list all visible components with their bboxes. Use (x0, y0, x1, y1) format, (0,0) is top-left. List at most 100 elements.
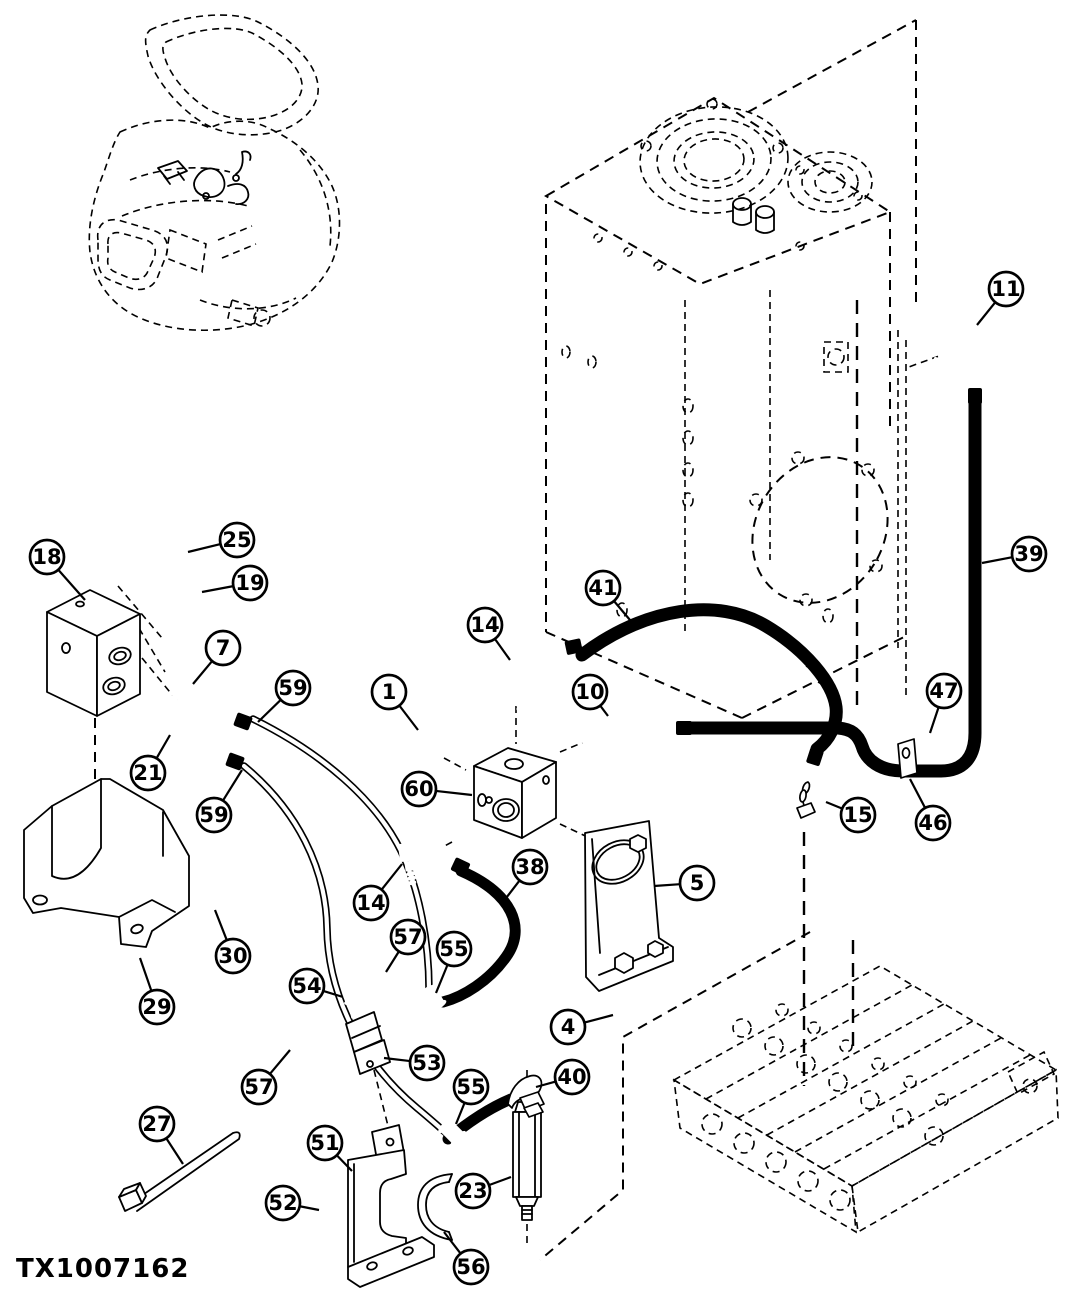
callout-57: 57 (240, 1049, 291, 1106)
straight-fitting-19 (165, 581, 216, 616)
callout-number: 59 (199, 803, 228, 827)
callout-21: 21 (129, 734, 171, 792)
callout-balloon (839, 796, 877, 834)
callout-19: 19 (201, 564, 269, 602)
callout-balloon (352, 884, 390, 922)
callout-number: 56 (456, 1255, 485, 1279)
callout-leader-line (584, 1013, 614, 1024)
tee-fitting-14-upper (504, 656, 549, 713)
callout-leader-line (435, 789, 473, 797)
callout-balloon (264, 1184, 302, 1222)
callout-number: 5 (690, 871, 705, 895)
callout-number: 14 (470, 613, 499, 637)
callout-leader-line (380, 863, 403, 891)
callout-leader-line (155, 734, 171, 759)
handle-56 (417, 1173, 453, 1241)
callout-25: 25 (187, 521, 256, 559)
callout-number: 41 (588, 576, 617, 600)
callout-4: 4 (549, 1008, 614, 1046)
callout-leader-line (269, 1049, 291, 1075)
callout-29: 29 (138, 957, 176, 1026)
callout-number: 23 (458, 1179, 487, 1203)
hose-end-59-upper (209, 700, 255, 735)
callout-52: 52 (264, 1184, 320, 1222)
callout-balloon (400, 770, 438, 808)
callout-leader-line (535, 1080, 556, 1089)
callout-balloon (549, 1008, 587, 1046)
callout-15: 15 (825, 796, 877, 834)
callout-leader-line (981, 556, 1013, 565)
callout-leader-line (138, 957, 153, 992)
straight-fitting-7 (169, 675, 220, 710)
bolt-4 (615, 988, 635, 1029)
hose-39-end-fitting (652, 717, 692, 739)
callout-number: 52 (268, 1191, 297, 1215)
callout-46: 46 (909, 778, 952, 842)
callout-59: 59 (195, 769, 243, 834)
callout-leader-line (257, 699, 282, 723)
hose-end-59-lower (201, 740, 247, 775)
hose-41-to-elbow-15-nut (794, 745, 828, 791)
callout-balloon (240, 1068, 278, 1106)
mounting-bracket-29 (23, 778, 190, 948)
callout-57: 57 (385, 918, 427, 973)
callout-balloon (678, 864, 716, 902)
callout-leader-line (299, 1205, 320, 1212)
callout-14: 14 (352, 863, 403, 922)
callout-number: 46 (918, 811, 947, 835)
hose-38 (437, 865, 521, 1008)
callout-number: 51 (310, 1131, 339, 1155)
elbow-fitting-15 (796, 781, 816, 819)
callout-number: 57 (393, 925, 422, 949)
callout-leader-line (192, 660, 213, 685)
tank-access-panel (749, 451, 889, 607)
machine-overview-outline (88, 14, 341, 331)
callout-number: 38 (515, 855, 544, 879)
control-valve-assembly (672, 965, 1059, 1234)
figure-id-label: TX1007162 (16, 1254, 190, 1284)
screw-47 (911, 730, 944, 755)
callout-number: 25 (222, 528, 251, 552)
callout-23: 23 (454, 1172, 512, 1210)
callout-leader-line (222, 769, 243, 802)
callout-number: 57 (244, 1075, 273, 1099)
callout-number: 54 (292, 974, 321, 998)
callout-balloon (231, 564, 269, 602)
callout-leader-line (599, 704, 609, 717)
callout-54: 54 (288, 967, 344, 1005)
callout-number: 27 (142, 1112, 171, 1136)
callout-number: 47 (929, 679, 958, 703)
callout-balloon (408, 1044, 446, 1082)
callout-leader-line (434, 964, 449, 994)
callout-leader-line (488, 1175, 512, 1187)
straight-fitting-21 (159, 707, 210, 742)
callout-leader-line (928, 706, 940, 734)
callout-balloon (389, 918, 427, 956)
relief-block-18 (46, 589, 141, 717)
callout-leader-line (454, 1102, 466, 1125)
callout-balloon (454, 1172, 492, 1210)
callout-1: 1 (370, 673, 419, 731)
hose-39-top-fitting (964, 364, 986, 404)
callout-leader-line (187, 542, 221, 554)
callout-number: 21 (133, 761, 162, 785)
fittings-group (129, 318, 986, 1227)
callout-balloon (914, 804, 952, 842)
callout-balloon (1010, 535, 1048, 573)
callout-7: 7 (192, 629, 242, 685)
callout-leader-line (201, 585, 234, 594)
callout-balloon (129, 754, 167, 792)
elbow-fitting-40 (507, 1074, 545, 1118)
callout-5: 5 (653, 864, 716, 902)
callout-number: 40 (557, 1065, 586, 1089)
callout-leader-line (57, 569, 86, 601)
valve-spool-caps (701, 1003, 949, 1211)
callout-balloon (274, 669, 312, 707)
callout-39: 39 (981, 535, 1048, 573)
callout-60: 60 (400, 770, 473, 808)
callout-leader-line (213, 909, 228, 941)
bolt-1 (405, 720, 451, 761)
callout-number: 1 (382, 680, 397, 704)
